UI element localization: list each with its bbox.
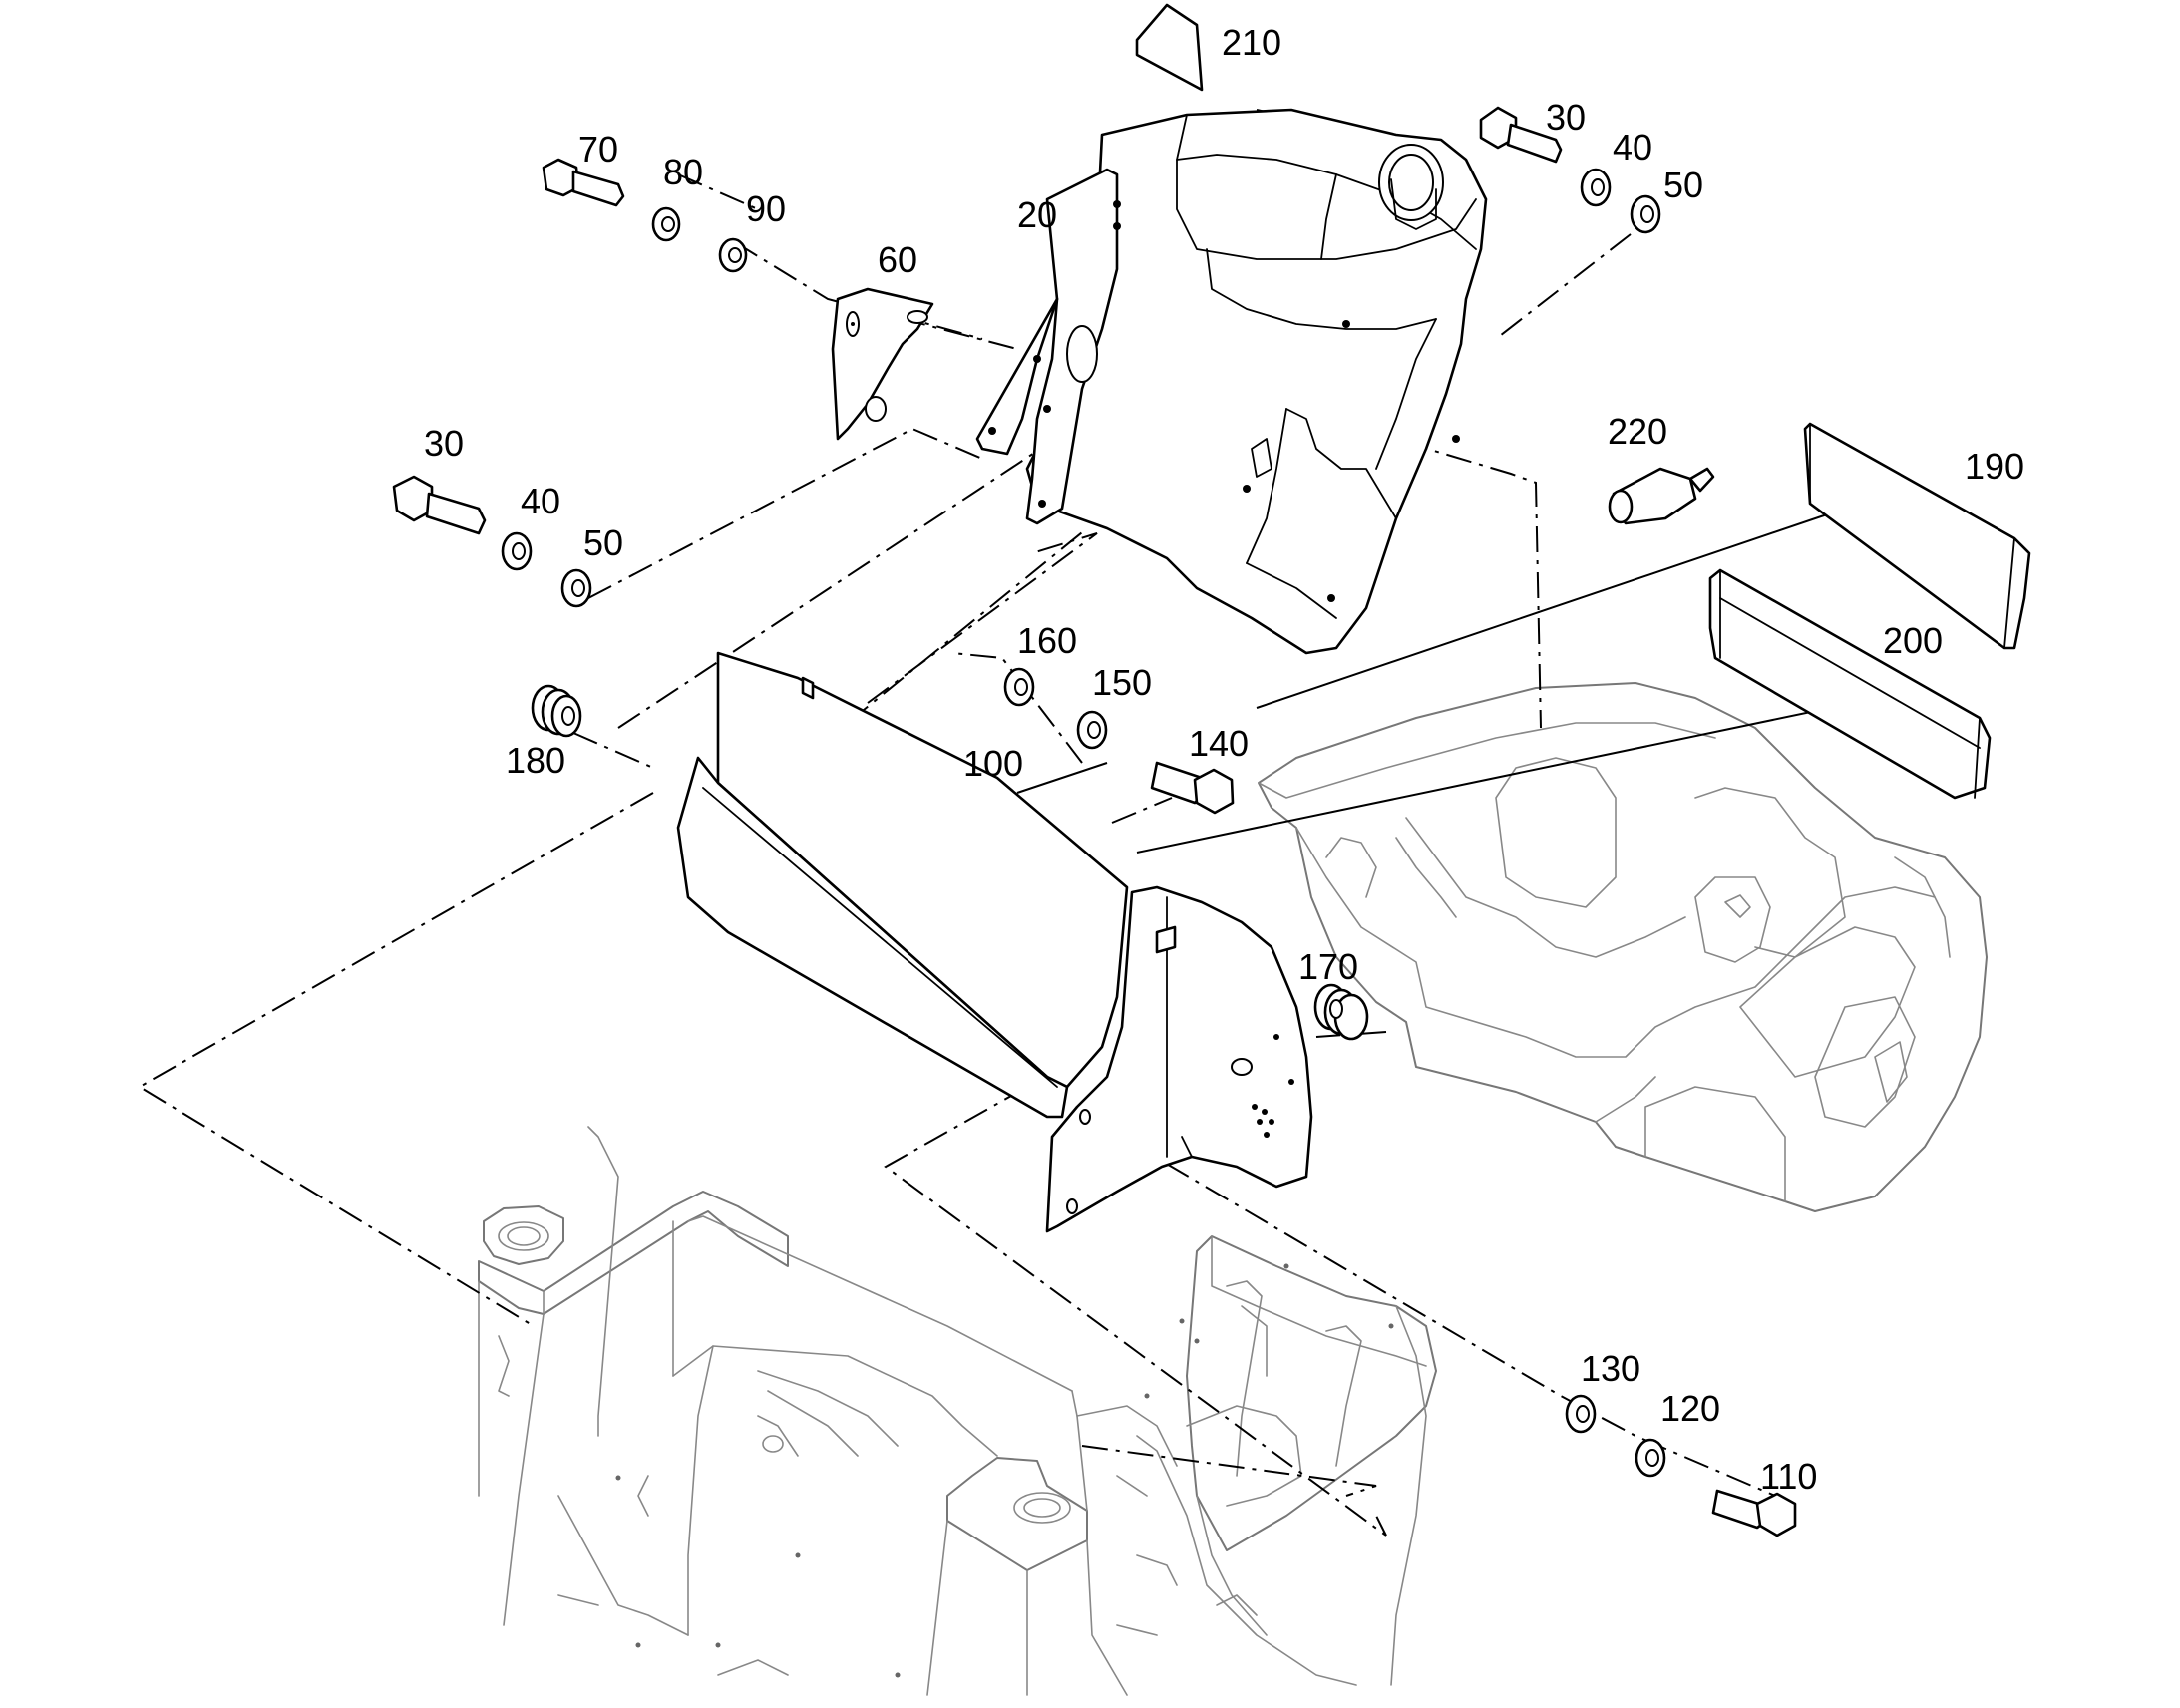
part-220-plug [1608, 467, 1715, 525]
callout-40-left: 40 [521, 481, 560, 521]
callout-90: 90 [746, 188, 786, 229]
part-100-side-plate [1045, 885, 1313, 1233]
part-190-pad [1803, 422, 2031, 650]
callout-30-left: 30 [424, 423, 464, 464]
callout-200: 200 [1883, 620, 1943, 661]
part-200-strip [1708, 568, 1992, 800]
part-40-washer-top [1580, 168, 1612, 207]
part-20-box [975, 108, 1488, 655]
part-140-bolt [1150, 761, 1235, 815]
callout-20: 20 [1017, 194, 1057, 235]
frame-chassis-ghost [478, 1126, 1437, 1696]
callout-150: 150 [1092, 662, 1152, 703]
callout-110: 110 [1760, 1456, 1817, 1497]
callout-100: 100 [963, 743, 1023, 784]
callout-180: 180 [506, 740, 565, 781]
part-150-washer [1076, 710, 1108, 750]
callout-70: 70 [578, 129, 618, 170]
callout-190: 190 [1965, 446, 2024, 487]
part-110-bolt [1711, 1489, 1797, 1537]
part-170-grommet [1313, 983, 1369, 1041]
callout-50-top: 50 [1663, 165, 1703, 205]
callout-130: 130 [1581, 1348, 1640, 1389]
seat-shell-ghost [1258, 682, 1988, 1212]
part-160-washer [1003, 667, 1035, 707]
part-100-panel [676, 651, 1129, 1119]
callout-210: 210 [1222, 22, 1281, 63]
part-40-washer-left [501, 531, 533, 571]
part-130-washer [1565, 1394, 1597, 1434]
part-210-strip [1135, 3, 1204, 92]
part-30-bolt-left [392, 475, 487, 535]
part-120-washer [1635, 1438, 1666, 1478]
callout-30-top: 30 [1546, 97, 1586, 138]
part-60-bracket [831, 287, 934, 441]
part-180-grommet [531, 684, 582, 738]
callout-120: 120 [1660, 1388, 1720, 1429]
callout-220: 220 [1608, 411, 1667, 452]
callout-labels: 210 30 40 50 70 80 90 20 60 30 40 50 220… [424, 22, 2024, 1497]
part-70-bolt [542, 158, 625, 207]
callout-80: 80 [663, 152, 703, 192]
callout-140: 140 [1189, 723, 1249, 764]
callout-170: 170 [1298, 946, 1358, 987]
part-80-washer [651, 206, 681, 242]
part-50-washer-top [1630, 194, 1661, 234]
callout-160: 160 [1017, 620, 1077, 661]
callout-50-left: 50 [583, 522, 623, 563]
callout-60: 60 [878, 239, 917, 280]
callout-40-top: 40 [1613, 127, 1652, 168]
part-30-bolt-top [1479, 106, 1563, 164]
part-90-washer [718, 237, 748, 273]
part-50-washer-left [560, 568, 592, 608]
